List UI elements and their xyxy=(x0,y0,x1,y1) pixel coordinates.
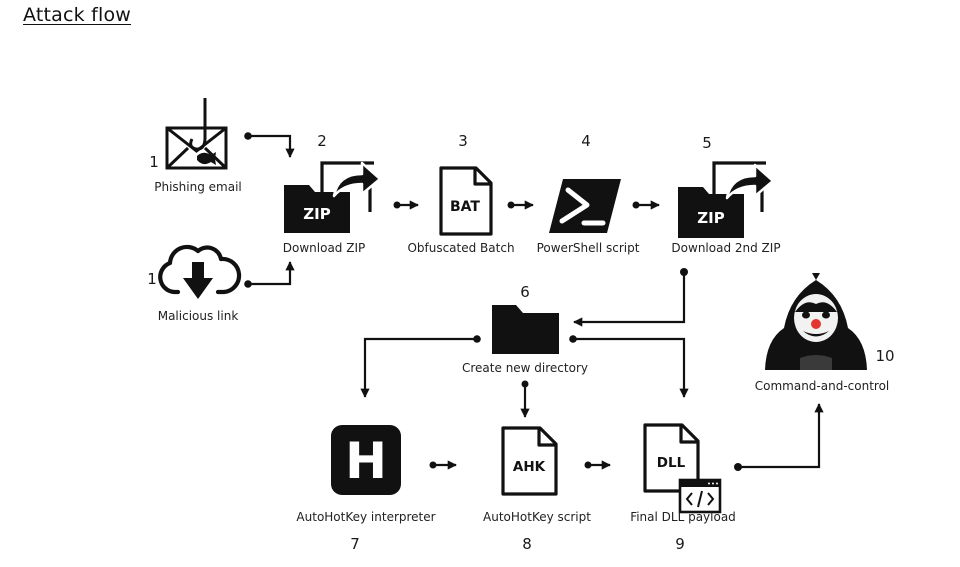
zip-folder-share-icon: ZIP xyxy=(678,161,775,238)
step-number: 8 xyxy=(522,535,532,553)
icon-text: H xyxy=(345,432,387,490)
connector-dll-to-c2 xyxy=(734,403,824,471)
node-label: PowerShell script xyxy=(537,241,640,255)
node-label: Download ZIP xyxy=(283,241,365,255)
connector-directory-to-interpreter xyxy=(360,335,481,398)
node-dll-payload: DLL Final DLL payload 9 xyxy=(630,423,736,553)
connector-directory-to-ahk-script xyxy=(520,380,530,418)
node-label: Obfuscated Batch xyxy=(407,241,514,255)
node-phishing-email: 1 Phishing email xyxy=(149,98,242,194)
step-number: 7 xyxy=(350,535,360,553)
node-ahk-interpreter: H AutoHotKey interpreter 7 xyxy=(296,425,436,553)
dll-file-code-icon: DLL xyxy=(643,423,722,514)
zip-folder-share-icon: ZIP xyxy=(284,161,382,233)
step-number: 4 xyxy=(581,132,591,150)
connector-bat-to-powershell xyxy=(507,200,534,210)
step-number: 5 xyxy=(702,134,712,152)
node-download-2nd-zip: ZIP 5 Download 2nd ZIP xyxy=(671,134,780,255)
folder-icon xyxy=(492,305,559,354)
icon-text: ZIP xyxy=(303,205,330,223)
node-label: AutoHotKey interpreter xyxy=(296,510,435,524)
node-create-directory: 6 Create new directory xyxy=(462,283,588,375)
icon-text: ZIP xyxy=(697,209,724,227)
node-label: Final DLL payload xyxy=(630,510,736,524)
autohotkey-logo-icon: H xyxy=(331,425,401,495)
step-number: 6 xyxy=(520,283,530,301)
connector-interpreter-to-script xyxy=(429,460,457,470)
step-number: 9 xyxy=(675,535,685,553)
node-ahk-script: AHK AutoHotKey script 8 xyxy=(483,426,591,553)
hooded-clown-hacker-icon xyxy=(765,273,867,370)
icon-text: AHK xyxy=(513,459,546,475)
node-malicious-link: 1 Malicious link xyxy=(147,244,242,323)
step-number: 10 xyxy=(875,347,894,365)
node-obfuscated-batch: BAT 3 Obfuscated Batch xyxy=(407,132,514,255)
step-number: 3 xyxy=(458,132,468,150)
page-title[interactable]: Attack flow xyxy=(23,4,132,26)
connector-zip-to-bat xyxy=(393,200,419,210)
connector-script-to-dll xyxy=(584,460,611,470)
node-label: Phishing email xyxy=(154,180,242,194)
node-download-zip: ZIP 2 Download ZIP xyxy=(283,132,382,255)
node-label: Malicious link xyxy=(158,309,239,323)
ahk-file-icon: AHK xyxy=(501,426,558,496)
step-number: 1 xyxy=(149,153,159,171)
bat-file-icon: BAT xyxy=(439,166,493,236)
node-label: Download 2nd ZIP xyxy=(671,241,780,255)
icon-text: BAT xyxy=(450,199,480,215)
node-powershell: 4 PowerShell script xyxy=(537,132,640,255)
cloud-download-icon xyxy=(158,244,242,299)
node-label: AutoHotKey script xyxy=(483,510,591,524)
powershell-icon xyxy=(549,179,621,233)
step-number: 2 xyxy=(317,132,327,150)
node-label: Create new directory xyxy=(462,361,588,375)
connector-link-to-zip xyxy=(244,261,295,288)
icon-text: DLL xyxy=(657,455,686,471)
connector-powershell-to-zip2 xyxy=(632,200,660,210)
connector-zip2-to-directory xyxy=(573,268,688,327)
connector-directory-to-dll xyxy=(569,335,689,398)
phishing-email-icon xyxy=(165,98,228,170)
node-label: Command-and-control xyxy=(755,379,890,393)
connector-email-to-zip xyxy=(244,132,295,158)
node-c2: 10 Command-and-control xyxy=(755,273,895,393)
step-number: 1 xyxy=(147,270,157,288)
